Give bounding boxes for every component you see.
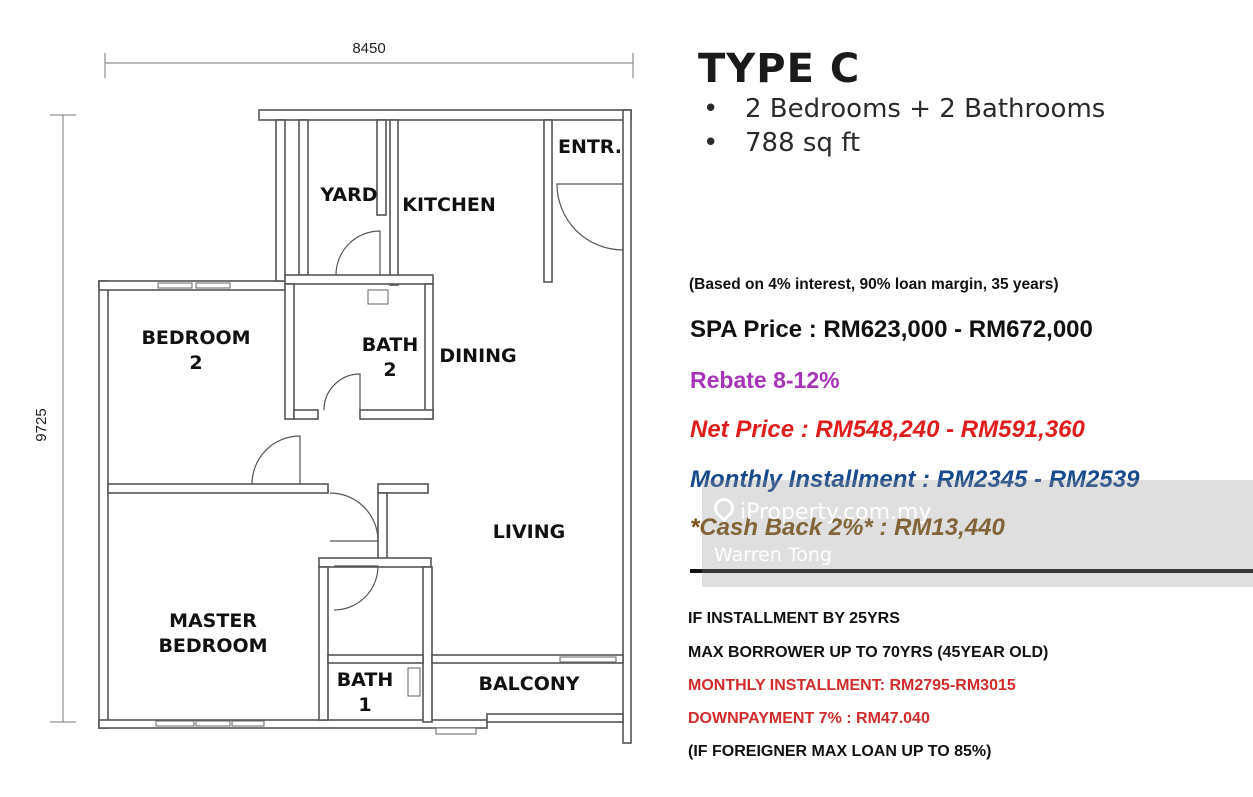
watermark-agent: Warren Tong <box>714 544 832 566</box>
room-label-bath-2: BATH <box>362 334 419 356</box>
room-label-bath-1: BATH <box>337 669 394 691</box>
watermark: iProperty.com.my Warren Tong <box>702 480 1253 587</box>
note-foreigner-loan: (IF FOREIGNER MAX LOAN UP TO 85%) <box>688 743 992 760</box>
net-price: Net Price : RM548,240 - RM591,360 <box>690 416 1085 443</box>
bullet-rooms: • 2 Bedrooms + 2 Bathrooms <box>703 94 1105 124</box>
monthly-installment: Monthly Installment : RM2345 - RM2539 <box>690 466 1140 493</box>
room-label-yard: YARD <box>319 184 377 206</box>
location-pin-icon <box>709 493 739 523</box>
note-downpayment: DOWNPAYMENT 7% : RM47.040 <box>688 710 930 727</box>
bullet-size: • 788 sq ft <box>703 128 860 158</box>
room-label-bath-1-number: 1 <box>358 694 371 716</box>
bullet-glyph: • <box>703 128 719 158</box>
room-label-dining: DINING <box>439 345 516 367</box>
doors <box>251 183 624 611</box>
room-label-bedroom-2: BEDROOM <box>141 327 250 349</box>
room-label-balcony: BALCONY <box>478 673 579 695</box>
room-label-bath-2-number: 2 <box>383 359 396 381</box>
watermark-logo: iProperty.com.my <box>709 493 932 525</box>
room-label-kitchen: KITCHEN <box>402 194 495 216</box>
height-dimension: 9725 <box>33 408 50 441</box>
bullet-glyph: • <box>703 94 719 124</box>
cash-back: *Cash Back 2%* : RM13,440 <box>690 514 1005 541</box>
room-label-master-bedroom: MASTER <box>169 610 257 632</box>
width-dimension: 8450 <box>352 40 385 57</box>
unit-type-title: TYPE C <box>698 46 861 92</box>
height-dimension-line <box>50 114 76 723</box>
rebate: Rebate 8-12% <box>690 367 840 393</box>
room-label-master-bedroom-line2: BEDROOM <box>158 635 267 657</box>
watermark-logo-text: iProperty.com.my <box>740 500 932 525</box>
note-max-borrower: MAX BORROWER UP TO 70YRS (45YEAR OLD) <box>688 644 1049 661</box>
spa-price: SPA Price : RM623,000 - RM672,000 <box>690 316 1093 343</box>
room-label-living: LIVING <box>493 521 565 543</box>
width-dimension-line <box>104 53 634 78</box>
room-label-bedroom-2-number: 2 <box>189 352 202 374</box>
room-label-entrance: ENTR. <box>558 136 622 158</box>
divider <box>690 569 1253 573</box>
floor-plan: 8450 9725 <box>33 40 634 744</box>
windows <box>155 282 617 735</box>
note-installment-25yrs: IF INSTALLMENT BY 25YRS <box>688 610 900 627</box>
loan-basis-note: (Based on 4% interest, 90% loan margin, … <box>689 276 1059 293</box>
note-monthly-installment: MONTHLY INSTALLMENT: RM2795-RM3015 <box>688 677 1016 694</box>
bullet-rooms-text: 2 Bedrooms + 2 Bathrooms <box>745 94 1106 124</box>
bullet-size-text: 788 sq ft <box>745 128 861 158</box>
